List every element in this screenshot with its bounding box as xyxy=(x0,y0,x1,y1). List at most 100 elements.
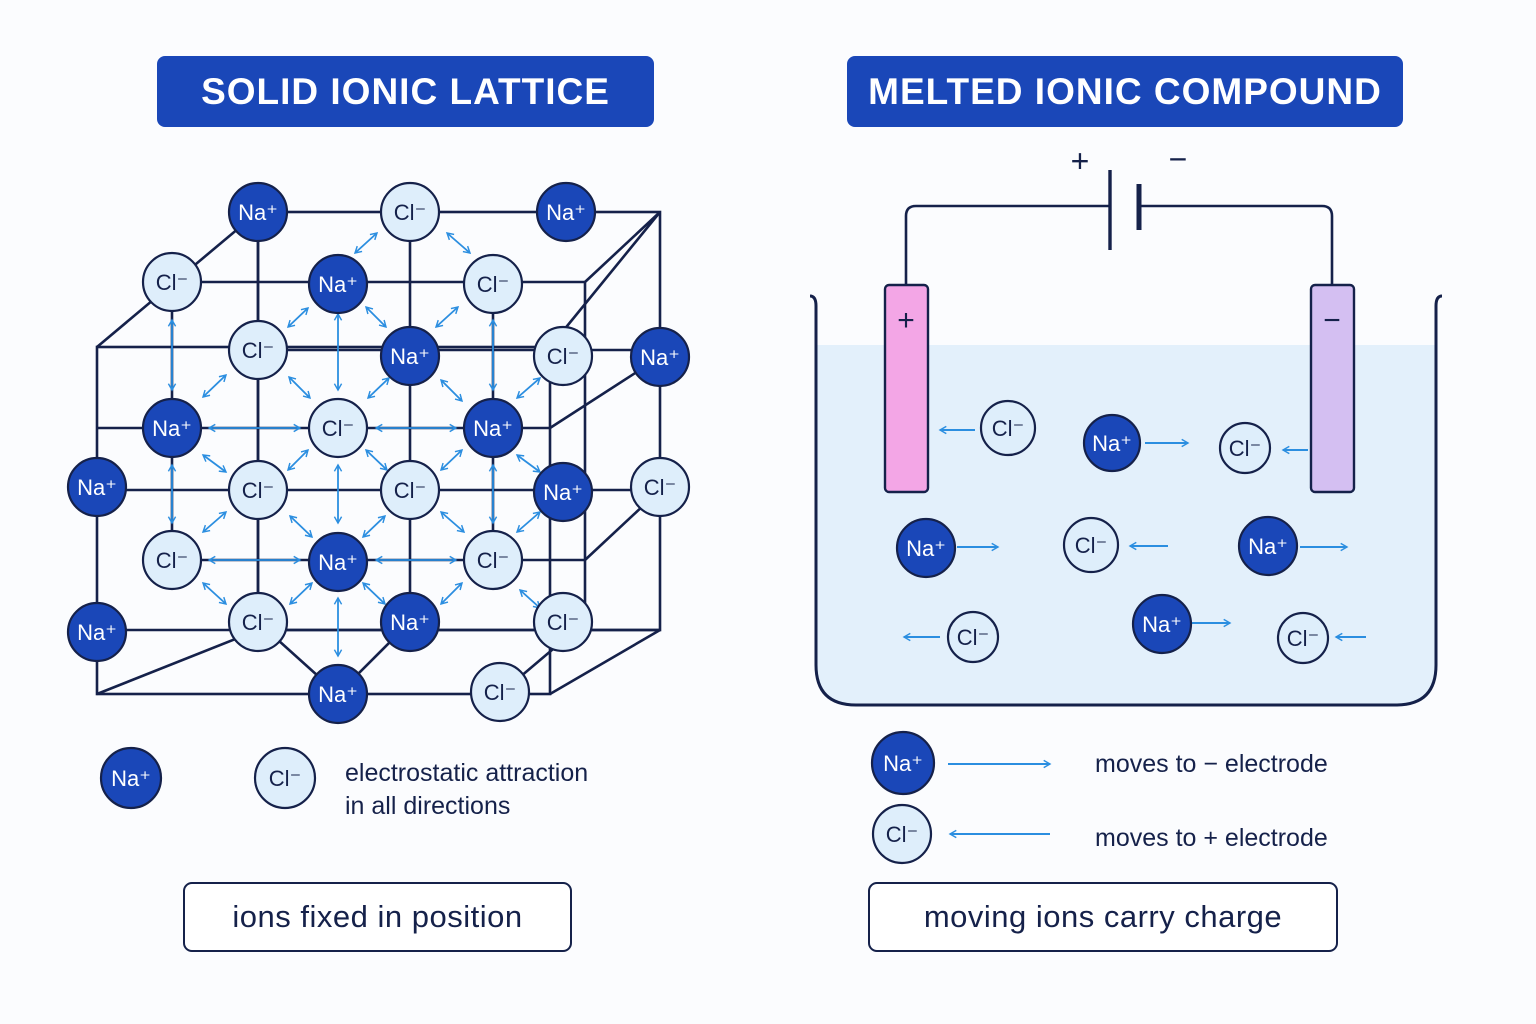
sodium-ion: Na⁺ xyxy=(462,397,524,459)
chloride-ion-label: Cl⁻ xyxy=(322,416,354,441)
chloride-ion: Cl⁻ xyxy=(379,459,441,521)
chloride-ion: Cl⁻ xyxy=(227,591,289,653)
chloride-ion-label: Cl⁻ xyxy=(242,478,274,503)
chloride-ion-label: Cl⁻ xyxy=(394,200,426,225)
sodium-ion-label: Na⁺ xyxy=(1092,431,1132,456)
chloride-ion-label: Cl⁻ xyxy=(886,822,918,847)
sodium-ion-label: Na⁺ xyxy=(318,550,358,575)
battery-negative-sign: − xyxy=(1169,141,1188,177)
sodium-ion-label: Na⁺ xyxy=(238,200,278,225)
sodium-ion: Na⁺ xyxy=(66,456,128,518)
chloride-ion: Cl⁻ xyxy=(532,325,594,387)
sodium-ion-label: Na⁺ xyxy=(473,416,513,441)
sodium-ion: Na⁺ xyxy=(629,326,691,388)
chloride-ion-label: Cl⁻ xyxy=(1075,533,1107,558)
chloride-ion: Cl⁻ xyxy=(141,251,203,313)
chloride-ion-label: Cl⁻ xyxy=(1229,436,1261,461)
chloride-ion: Cl⁻ xyxy=(227,319,289,381)
chloride-ion-label: Cl⁻ xyxy=(1287,626,1319,651)
anode-electrode xyxy=(883,283,930,494)
sodium-ion-label: Na⁺ xyxy=(883,751,923,776)
melted-compound-title: MELTED IONIC COMPOUND xyxy=(847,56,1403,127)
legend-line-2: in all directions xyxy=(345,792,511,820)
sodium-ion: Na⁺ xyxy=(307,531,369,593)
chloride-ion: Cl⁻ xyxy=(532,591,594,653)
sodium-ion-label: Na⁺ xyxy=(77,475,117,500)
chloride-ion-label: Cl⁻ xyxy=(394,478,426,503)
chloride-ion: Cl⁻ xyxy=(379,181,441,243)
chloride-ion: Cl⁻ xyxy=(1276,611,1330,665)
sodium-ion-label: Na⁺ xyxy=(543,480,583,505)
anode-sign: + xyxy=(897,304,915,337)
chloride-ion: Cl⁻ xyxy=(1218,421,1272,475)
chloride-ion-label: Cl⁻ xyxy=(644,475,676,500)
sodium-ion-label: Na⁺ xyxy=(390,610,430,635)
sodium-ion: Na⁺ xyxy=(307,253,369,315)
sodium-ion-label: Na⁺ xyxy=(318,682,358,707)
sodium-ion-label: Na⁺ xyxy=(640,345,680,370)
chloride-ion: Cl⁻ xyxy=(1062,516,1120,574)
chloride-ion-label: Cl⁻ xyxy=(992,416,1024,441)
melt-caption: moving ions carry charge xyxy=(868,882,1338,952)
sodium-ion-label: Na⁺ xyxy=(546,200,586,225)
sodium-ion-label: Na⁺ xyxy=(152,416,192,441)
legend-line-1: electrostatic attraction xyxy=(345,759,589,787)
sodium-ion: Na⁺ xyxy=(895,517,957,579)
sodium-ion-label: Na⁺ xyxy=(1248,534,1288,559)
chloride-ion: Cl⁻ xyxy=(307,397,369,459)
attraction-arrows xyxy=(167,232,542,658)
ion-layer: Na⁺ Cl⁻ Na⁺ Cl⁻ Na⁺ Cl⁻ Cl⁻ Na⁺ Cl⁻ Na⁺ Na⁺ Cl⁻ Na⁺ N… xyxy=(66,181,1330,865)
sodium-ion: Na⁺ xyxy=(66,601,128,663)
chloride-ion: Cl⁻ xyxy=(871,803,933,865)
chloride-ion-label: Cl⁻ xyxy=(156,270,188,295)
chloride-ion: Cl⁻ xyxy=(469,661,531,723)
sodium-ion-label: Na⁺ xyxy=(390,344,430,369)
legend-chloride-text: moves to + electrode xyxy=(1095,824,1328,852)
chloride-ion: Cl⁻ xyxy=(141,529,203,591)
chloride-ion-label: Cl⁻ xyxy=(477,548,509,573)
sodium-ion: Na⁺ xyxy=(1082,413,1142,473)
sodium-ion-label: Na⁺ xyxy=(77,620,117,645)
battery-positive-sign: + xyxy=(1071,143,1090,179)
legend-sodium-text: moves to − electrode xyxy=(1095,750,1328,778)
sodium-ion: Na⁺ xyxy=(227,181,289,243)
chloride-ion-label: Cl⁻ xyxy=(242,610,274,635)
attraction-legend: electrostatic attraction in all directio… xyxy=(345,757,588,823)
ion-motion-arrows xyxy=(902,425,1366,839)
sodium-ion: Na⁺ xyxy=(379,591,441,653)
chloride-ion: Cl⁻ xyxy=(227,459,289,521)
chloride-ion: Cl⁻ xyxy=(462,529,524,591)
chloride-ion-label: Cl⁻ xyxy=(269,766,301,791)
sodium-ion: Na⁺ xyxy=(870,730,936,796)
chloride-ion-label: Cl⁻ xyxy=(477,272,509,297)
sodium-ion: Na⁺ xyxy=(1237,515,1299,577)
chloride-ion: Cl⁻ xyxy=(462,253,524,315)
chloride-ion: Cl⁻ xyxy=(979,399,1037,457)
chloride-ion-label: Cl⁻ xyxy=(242,338,274,363)
circuit-wires xyxy=(904,170,1334,286)
sodium-ion-label: Na⁺ xyxy=(318,272,358,297)
sodium-ion: Na⁺ xyxy=(1131,593,1193,655)
chloride-ion-label: Cl⁻ xyxy=(156,548,188,573)
cathode-sign: − xyxy=(1323,304,1341,337)
sodium-ion-label: Na⁺ xyxy=(906,536,946,561)
sodium-ion-label: Na⁺ xyxy=(1142,612,1182,637)
chloride-ion: Cl⁻ xyxy=(629,456,691,518)
chloride-ion-label: Cl⁻ xyxy=(484,680,516,705)
cathode-electrode xyxy=(1309,283,1356,494)
solid-caption: ions fixed in position xyxy=(183,882,572,952)
sodium-ion: Na⁺ xyxy=(307,663,369,725)
sodium-ion: Na⁺ xyxy=(99,746,163,810)
chloride-ion-label: Cl⁻ xyxy=(547,344,579,369)
chloride-ion: Cl⁻ xyxy=(253,746,317,810)
sodium-ion: Na⁺ xyxy=(532,461,594,523)
chloride-ion: Cl⁻ xyxy=(946,610,1000,664)
solid-lattice-title: SOLID IONIC LATTICE xyxy=(157,56,654,127)
sodium-ion-label: Na⁺ xyxy=(111,766,151,791)
sodium-ion: Na⁺ xyxy=(535,181,597,243)
chloride-ion-label: Cl⁻ xyxy=(957,625,989,650)
chloride-ion-label: Cl⁻ xyxy=(547,610,579,635)
sodium-ion: Na⁺ xyxy=(379,325,441,387)
sodium-ion: Na⁺ xyxy=(141,397,203,459)
